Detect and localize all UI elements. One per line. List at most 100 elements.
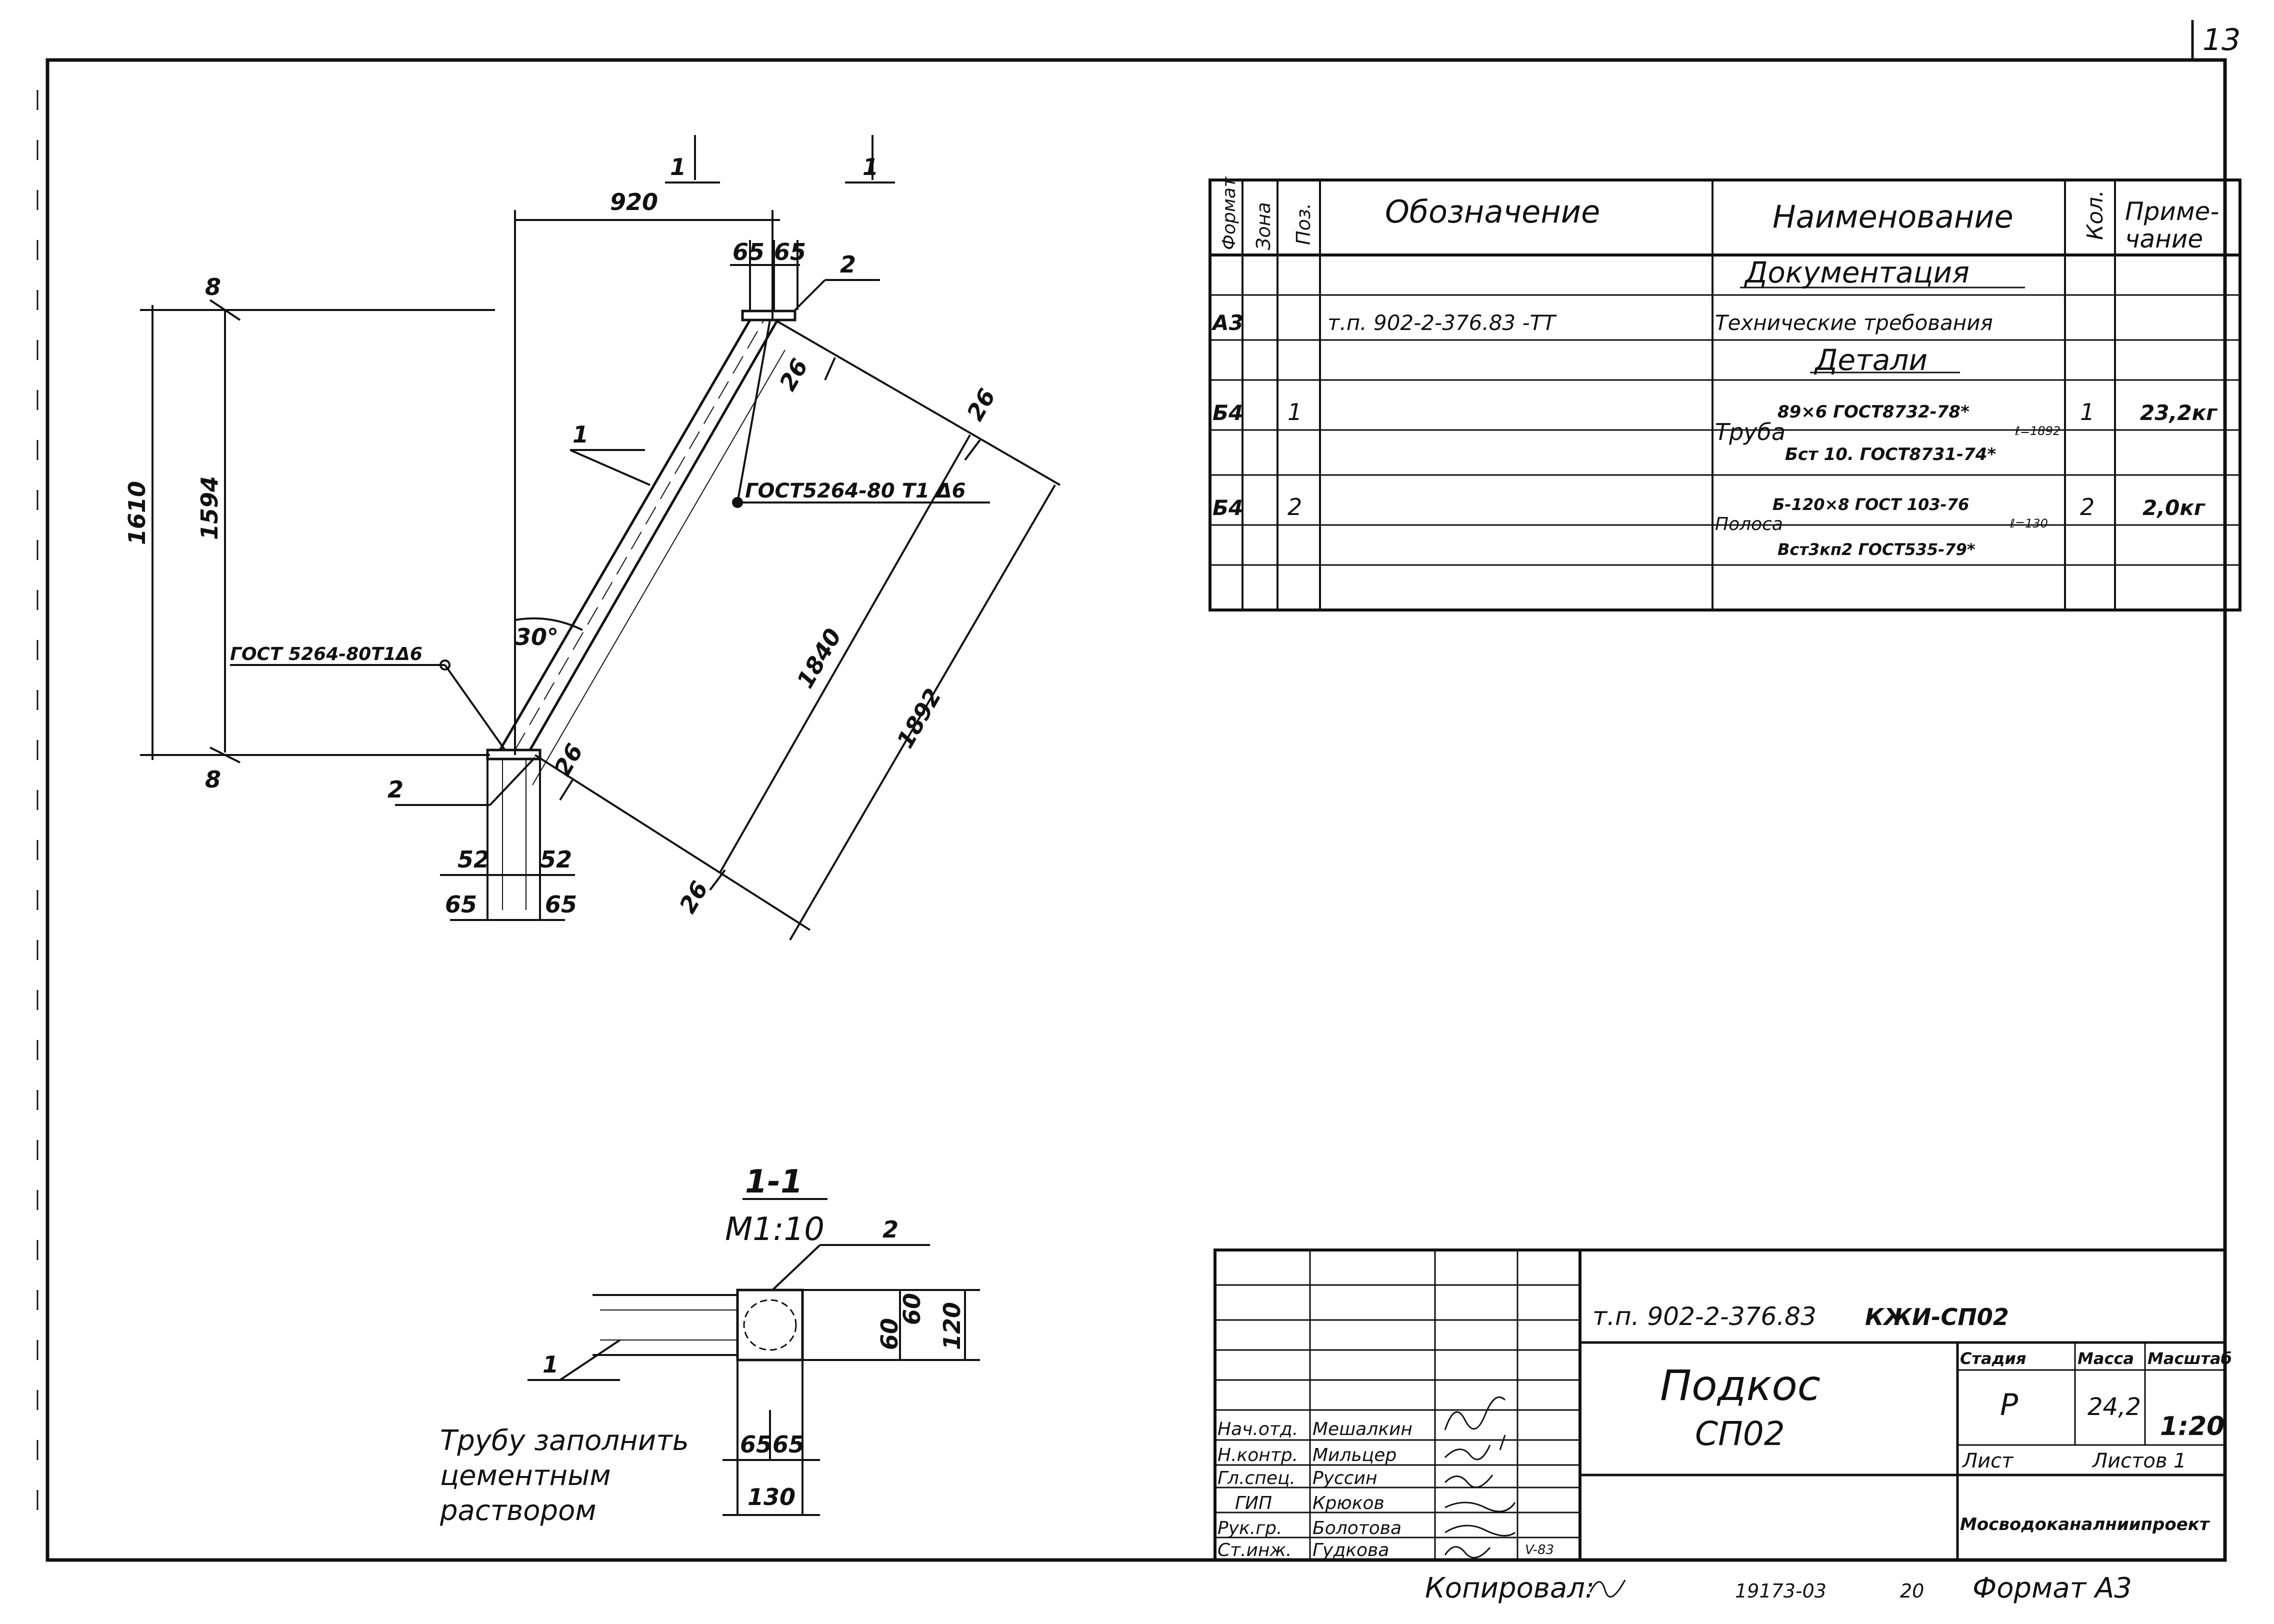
dim-65a-section: 65 bbox=[740, 1431, 772, 1458]
tb-role-2: Н.контр. bbox=[1218, 1445, 1298, 1466]
dim-65b-section: 65 bbox=[772, 1431, 804, 1458]
spec-header-pos: Поз. bbox=[1292, 203, 1314, 245]
weld-note-top: ГОСТ5264-80 Т1 Δ6 bbox=[745, 480, 966, 502]
spec-row3-note: 2,0кг bbox=[2142, 496, 2206, 520]
dim-1594: 1594 bbox=[196, 476, 223, 540]
tb-role-4: ГИП bbox=[1235, 1493, 1272, 1514]
tb-sheets: Листов 1 bbox=[2092, 1450, 2186, 1472]
spec-row2-qty: 1 bbox=[2080, 398, 2094, 426]
spec-row2-sub1: 89×6 ГОСТ8732-78* bbox=[1778, 402, 1970, 422]
tb-col-stage: Стадия bbox=[1960, 1349, 2026, 1368]
tb-mass: 24,2 bbox=[2088, 1393, 2141, 1421]
section-mark-right: 1 bbox=[862, 154, 878, 180]
footer-format: Формат А3 bbox=[1972, 1572, 2132, 1604]
tb-name-4: Крюков bbox=[1312, 1493, 1384, 1514]
dim-52a: 52 bbox=[458, 846, 490, 873]
angle-30: 30° bbox=[515, 624, 558, 650]
spec-section-parts: Детали bbox=[1814, 343, 1928, 377]
tb-role-6: Ст.инж. bbox=[1218, 1540, 1292, 1560]
sheet-number: 13 bbox=[2202, 22, 2240, 58]
spec-row3-sub1b: ℓ=130 bbox=[2010, 516, 2048, 530]
dim-60b: 60 bbox=[898, 1293, 926, 1325]
section-pos-2: 2 bbox=[882, 1216, 898, 1243]
tb-col-mass: Масса bbox=[2078, 1349, 2134, 1368]
dim-8-bottom: 8 bbox=[205, 766, 221, 793]
tb-role-3: Гл.спец. bbox=[1218, 1468, 1296, 1488]
spec-row3-sub1: Б-120×8 ГОСТ 103-76 bbox=[1772, 495, 1969, 514]
dim-1840: 1840 bbox=[792, 624, 847, 693]
tb-name-2: Мильцер bbox=[1312, 1445, 1396, 1466]
weld-note-left: ГОСТ 5264-80Т1Δ6 bbox=[230, 644, 422, 664]
spec-header-note-1: Приме- bbox=[2125, 197, 2219, 226]
spec-header-format: Формат bbox=[1219, 176, 1240, 250]
title-block bbox=[1214, 1248, 2226, 1562]
spec-row3-sub2: Вст3кп2 ГОСТ535-79* bbox=[1778, 540, 1976, 559]
spec-table-text: Формат Зона Поз. Обозначение Наименовани… bbox=[1211, 176, 2219, 559]
tb-role-1: Нач.отд. bbox=[1218, 1419, 1298, 1440]
tb-title-2: СП02 bbox=[1695, 1414, 1785, 1453]
spec-header-name: Наименование bbox=[1772, 198, 2014, 235]
section-mark-left: 1 bbox=[670, 154, 686, 180]
tb-name-5: Болотова bbox=[1312, 1518, 1402, 1538]
spec-header-designation: Обозначение bbox=[1385, 194, 1600, 230]
spec-header-zone: Зона bbox=[1252, 202, 1274, 250]
section-scale: М1:10 bbox=[725, 1211, 824, 1248]
section-labels: 1-1 М1:10 2 1 60 60 120 65 65 130 Трубу … bbox=[440, 1164, 966, 1527]
dim-26a: 26 bbox=[774, 354, 814, 395]
tb-col-scale: Масштаб bbox=[2148, 1349, 2232, 1368]
tb-stage: Р bbox=[2000, 1388, 2018, 1422]
copied-signature bbox=[1589, 1580, 1626, 1598]
tb-scale: 1:20 bbox=[2160, 1412, 2224, 1442]
pos-2-top-label: 2 bbox=[840, 251, 856, 278]
tb-mark: КЖИ-СП02 bbox=[1865, 1304, 2009, 1330]
dim-65c: 65 bbox=[445, 891, 477, 918]
spec-row1-designation: т.п. 902-2-376.83 -ТТ bbox=[1328, 310, 1557, 335]
pos-2-bottom-label: 2 bbox=[388, 776, 404, 803]
dim-65d: 65 bbox=[545, 891, 577, 918]
dim-52b: 52 bbox=[540, 846, 572, 873]
section-title: 1-1 bbox=[745, 1164, 803, 1200]
footer-copied: Копировал: bbox=[1425, 1572, 1594, 1604]
spec-row3-format: Б4 bbox=[1212, 496, 1243, 520]
dim-1892: 1892 bbox=[892, 684, 947, 753]
spec-header-note-2: чание bbox=[2125, 224, 2203, 254]
dim-120: 120 bbox=[938, 1302, 966, 1350]
spec-table bbox=[1208, 178, 2242, 612]
tb-name-1: Мешалкин bbox=[1312, 1419, 1412, 1440]
tb-org: Мосводоканалниипроект bbox=[1960, 1514, 2210, 1534]
footer: Копировал: 19173-03 20 Формат А3 bbox=[1425, 1572, 2132, 1604]
spec-row1-name: Технические требования bbox=[1715, 310, 1993, 335]
tb-name-6: Гудкова bbox=[1312, 1540, 1389, 1560]
dim-1610: 1610 bbox=[124, 481, 150, 545]
spec-row2-format: Б4 bbox=[1212, 400, 1243, 425]
spec-section-docs: Документация bbox=[1744, 256, 1970, 290]
footer-num2: 20 bbox=[1900, 1580, 1924, 1602]
spec-row3-qty: 2 bbox=[2080, 494, 2094, 520]
dim-130: 130 bbox=[748, 1484, 796, 1510]
dim-26b: 26 bbox=[962, 384, 1001, 425]
dim-65a: 65 bbox=[732, 238, 764, 266]
spec-row2-note: 23,2кг bbox=[2140, 400, 2218, 425]
section-note-1: Трубу заполнить bbox=[440, 1424, 689, 1457]
tb-role-5: Рук.гр. bbox=[1218, 1518, 1282, 1538]
spec-row2-name: Труба bbox=[1715, 418, 1786, 446]
pos-1-label: 1 bbox=[572, 421, 588, 448]
tb-date: V-83 bbox=[1525, 1542, 1554, 1558]
frame bbox=[36, 20, 2227, 1562]
spec-header-qty: Кол. bbox=[2082, 190, 2108, 240]
spec-row3-pos: 2 bbox=[1288, 494, 1302, 520]
section-note-2: цементным bbox=[440, 1460, 611, 1492]
spec-row2-sub1b: ℓ=1892 bbox=[2014, 424, 2060, 438]
spec-row1-format: А3 bbox=[1211, 310, 1244, 335]
spec-row2-pos: 1 bbox=[1288, 398, 1302, 426]
tb-sheet: Лист bbox=[1962, 1450, 2014, 1472]
main-view bbox=[140, 135, 1061, 941]
tb-name-3: Руссин bbox=[1312, 1468, 1378, 1488]
signatures bbox=[1444, 1396, 1516, 1558]
dim-920: 920 bbox=[610, 188, 658, 216]
dim-60a: 60 bbox=[876, 1318, 903, 1350]
dim-8-top: 8 bbox=[205, 274, 221, 300]
section-note-3: раствором bbox=[440, 1494, 596, 1527]
section-view bbox=[528, 1198, 980, 1516]
